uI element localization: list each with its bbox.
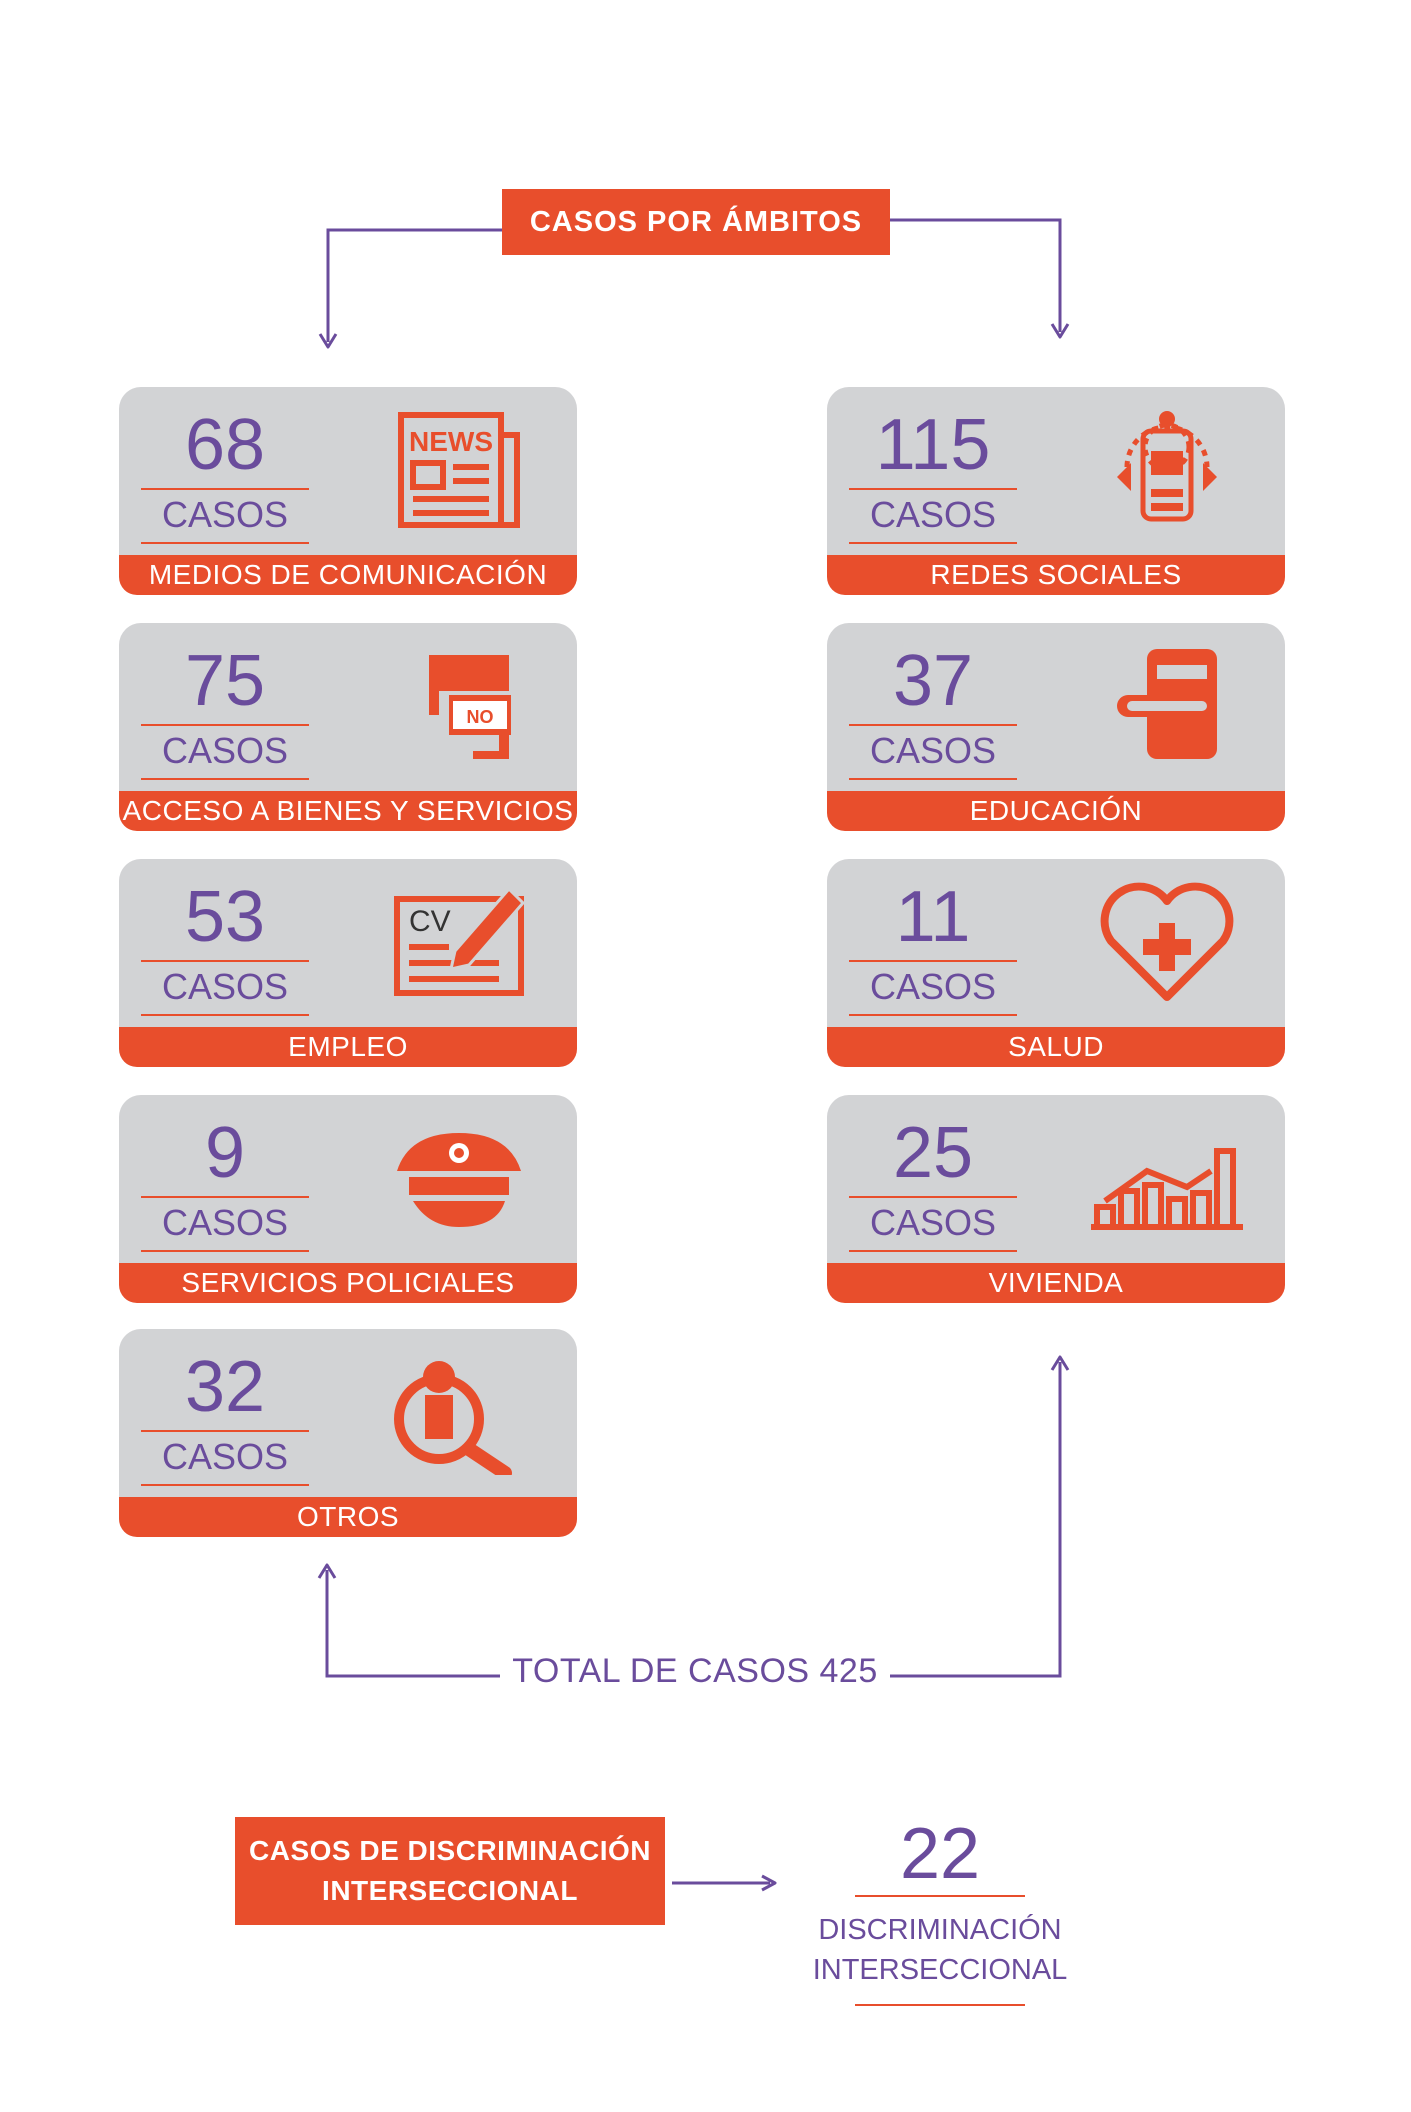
divider <box>849 1196 1017 1198</box>
category-card-policiales: 9 CASOS SERVICIOS POLICIALES <box>119 1095 577 1303</box>
card-unit: CASOS <box>161 1202 289 1243</box>
card-count: 11 <box>895 877 971 957</box>
divider <box>141 778 309 780</box>
card-unit: CASOS <box>161 730 289 771</box>
divider <box>141 488 309 490</box>
intersectional-box: CASOS DE DISCRIMINACIÓN INTERSECCIONAL <box>235 1817 665 1925</box>
card-unit: CASOS <box>161 966 289 1007</box>
divider <box>141 542 309 544</box>
divider <box>849 542 1017 544</box>
divider <box>141 1430 309 1432</box>
social-network-icon <box>1117 411 1217 522</box>
card-unit: CASOS <box>869 1202 997 1243</box>
intersectional-box-line2: INTERSECCIONAL <box>322 1875 578 1906</box>
category-card-empleo: 53 CASOS CV EMPLEO <box>119 859 577 1067</box>
card-count: 32 <box>184 1347 266 1427</box>
housing-chart-icon <box>1091 1148 1243 1230</box>
newspaper-icon: NEWS <box>398 412 520 528</box>
card-label: VIVIENDA <box>827 1263 1285 1303</box>
divider <box>849 724 1017 726</box>
svg-text:NEWS: NEWS <box>409 426 493 457</box>
category-card-vivienda: 25 CASOS VIVIENDA <box>827 1095 1285 1303</box>
category-card-educacion: 37 CASOS EDUCACIÓN <box>827 623 1285 831</box>
cv-icon: CV <box>394 886 526 996</box>
card-unit: CASOS <box>869 966 997 1007</box>
intersectional-box-line1: CASOS DE DISCRIMINACIÓN <box>249 1835 651 1866</box>
card-count: 25 <box>892 1113 974 1193</box>
divider <box>849 1014 1017 1016</box>
divider <box>141 1014 309 1016</box>
svg-text:NO: NO <box>467 707 494 727</box>
card-unit: CASOS <box>869 730 997 771</box>
card-count: 68 <box>184 405 266 485</box>
total-cases: TOTAL DE CASOS 425 <box>500 1652 890 1691</box>
card-label: SERVICIOS POLICIALES <box>119 1263 577 1303</box>
divider <box>141 1484 309 1486</box>
divider <box>141 960 309 962</box>
card-count: 115 <box>875 405 991 485</box>
card-count: 75 <box>184 641 266 721</box>
divider <box>849 488 1017 490</box>
category-card-otros: 32 CASOS OTROS <box>119 1329 577 1537</box>
card-unit: CASOS <box>161 494 289 535</box>
card-label: EMPLEO <box>119 1027 577 1067</box>
card-count: 37 <box>892 641 974 721</box>
divider <box>849 960 1017 962</box>
divider <box>141 1196 309 1198</box>
card-unit: CASOS <box>161 1436 289 1477</box>
heart-cross-icon <box>1100 882 1234 1001</box>
search-person-icon <box>394 1361 512 1475</box>
intersectional-label-line2: INTERSECCIONAL <box>812 1954 1068 1986</box>
divider <box>855 2004 1025 2006</box>
card-label: ACCESO A BIENES Y SERVICIOS <box>119 791 577 831</box>
police-cap-icon <box>397 1133 521 1227</box>
divider <box>849 1250 1017 1252</box>
card-label: OTROS <box>119 1497 577 1537</box>
card-unit: CASOS <box>869 494 997 535</box>
card-label: SALUD <box>827 1027 1285 1067</box>
category-card-acceso: 75 CASOS NO ACCESO A BIENES Y SERVICIOS <box>119 623 577 831</box>
card-label: MEDIOS DE COMUNICACIÓN <box>119 555 577 595</box>
divider <box>849 778 1017 780</box>
intersectional-label: DISCRIMINACIÓN INTERSECCIONAL <box>800 1910 1080 1990</box>
no-entry-sign-icon: NO <box>429 655 511 759</box>
divider <box>855 1895 1025 1897</box>
category-card-redes: 115 CASOS REDES SOCIALES <box>827 387 1285 595</box>
category-card-salud: 11 CASOS SALUD <box>827 859 1285 1067</box>
diploma-icon <box>1117 649 1217 759</box>
divider <box>141 724 309 726</box>
intersectional-label-line1: DISCRIMINACIÓN <box>818 1914 1062 1946</box>
header-title: CASOS POR ÁMBITOS <box>502 189 890 255</box>
card-count: 9 <box>204 1113 246 1193</box>
svg-text:CV: CV <box>409 905 451 938</box>
card-label: EDUCACIÓN <box>827 791 1285 831</box>
category-card-medios: 68 CASOS NEWS MEDIOS DE COMUNICACIÓN <box>119 387 577 595</box>
intersectional-count: 22 <box>899 1814 981 1894</box>
divider <box>141 1250 309 1252</box>
card-label: REDES SOCIALES <box>827 555 1285 595</box>
card-count: 53 <box>184 877 266 957</box>
